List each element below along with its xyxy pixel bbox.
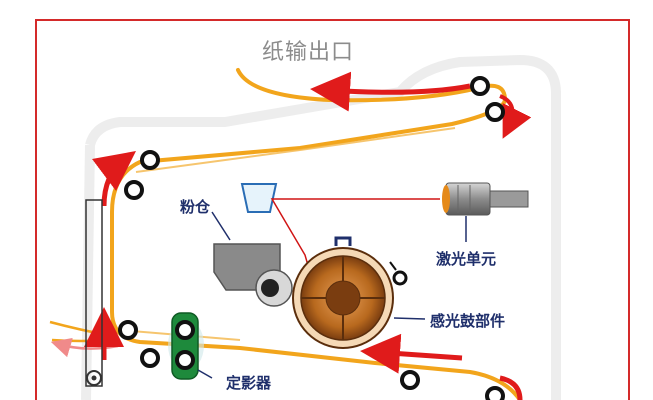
tray-pulley-hub (91, 375, 97, 381)
roller-icon (485, 102, 505, 122)
roller-icon (400, 370, 420, 390)
paper-path-strand-top (135, 127, 456, 173)
fuser-leader-line (197, 369, 213, 379)
frame-border (35, 19, 630, 400)
flow-arrow-bottom-right (499, 375, 523, 400)
fuser-icon (168, 312, 204, 380)
printer-housing-outline (85, 55, 561, 400)
label-paper-exit: 纸输出口 (262, 40, 355, 65)
label-drum-unit: 感光鼓部件 (430, 312, 506, 330)
drum-icon (292, 236, 408, 349)
roller-icon (140, 150, 160, 170)
laser-unit-icon (442, 182, 529, 216)
flow-arrow-bottom (360, 333, 463, 374)
toner-hopper-icon (213, 243, 293, 307)
roller-icon (485, 386, 505, 400)
label-fuser: 定影器 (226, 374, 272, 392)
roller-icon (124, 180, 144, 200)
flow-arrow-left-up (91, 150, 136, 207)
drum-leader-line (393, 317, 426, 320)
label-laser-unit: 激光单元 (436, 250, 497, 268)
roller-icon (470, 76, 490, 96)
flow-arrow-top-right (499, 94, 532, 139)
tray-pulley-icon (86, 370, 102, 386)
flow-arrow-exit (310, 71, 471, 112)
hopper-leader-line (211, 211, 231, 241)
roller-icon (140, 348, 160, 368)
toner-cup-icon (240, 183, 278, 213)
roller-group (118, 76, 505, 400)
roller-icon (118, 320, 138, 340)
label-toner-hopper: 粉仓 (180, 198, 211, 216)
